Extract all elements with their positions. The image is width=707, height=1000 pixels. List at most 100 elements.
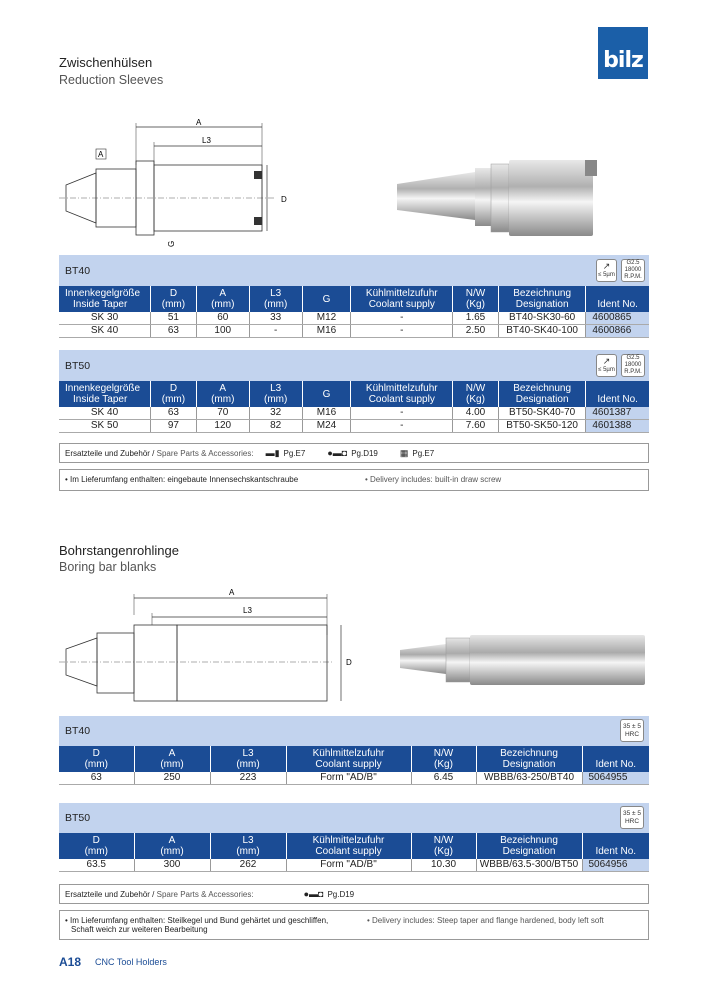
col-a: A(mm) [196, 286, 250, 312]
ident-number-cell: 5064955 [582, 772, 649, 785]
bt50-label: BT50 [65, 359, 91, 372]
col-l3: L3(mm) [249, 286, 303, 312]
spare-label-de: Ersatzteile und Zubehör / [65, 889, 155, 899]
col-ident: Ident No. [585, 381, 649, 407]
table-cell: Form "AD/B" [286, 772, 412, 785]
table-cell: BT40-SK30-60 [498, 312, 587, 325]
table-cell: 6.45 [411, 772, 477, 785]
table-cell: SK 50 [59, 419, 152, 433]
reduction-sleeve-drawing: A L3 A D G [59, 118, 287, 247]
col-d: D(mm) [150, 381, 197, 407]
table-cell: M12 [302, 312, 352, 325]
balance-badge: G2.5 18000 R.P.M. [621, 354, 645, 377]
bt40-label: BT40 [65, 264, 91, 277]
bt40-label: BT40 [65, 725, 91, 737]
spare-ref-link[interactable]: Pg.D19 [351, 448, 378, 458]
table-cell: 51 [150, 312, 197, 325]
col-l3: L3(mm) [210, 833, 287, 859]
table-cell: 2.50 [452, 324, 499, 338]
ident-number-cell: 5064956 [582, 859, 649, 872]
accessory-key-icon: ▦ [399, 447, 409, 458]
balance-unit: R.P.M. [624, 274, 642, 280]
balance-grade: G2.5 [626, 355, 640, 361]
accuracy-badge: ↗ ≤ 5µm [596, 259, 617, 282]
table-cell: 7.60 [452, 419, 499, 433]
col-d: D(mm) [59, 833, 135, 859]
table-cell: 1.65 [452, 312, 499, 325]
spare-label-en: Spare Parts & Accessories: [156, 448, 254, 458]
bt50-band: BT50 [59, 350, 649, 381]
col-g: G [302, 381, 352, 407]
section1-title-en: Reduction Sleeves [59, 73, 164, 87]
table-cell: WBBB/63-250/BT40 [476, 772, 583, 785]
table-cell: 60 [196, 312, 250, 325]
col-weight: N/W(Kg) [452, 286, 499, 312]
arrow-icon: ↗ [602, 356, 611, 366]
balance-grade: G2.5 [626, 260, 640, 266]
spare-ref-link[interactable]: Pg.E7 [283, 448, 306, 458]
spare-ref-link[interactable]: Pg.E7 [412, 448, 435, 458]
col-weight: N/W(Kg) [452, 381, 499, 407]
accessory-wrench-icon: ▬▮ [265, 447, 280, 458]
col-g: G [302, 286, 352, 312]
col-l3: L3(mm) [249, 381, 303, 407]
delivery-note: • Im Lieferumfang enthalten: eingebaute … [59, 469, 649, 491]
hardness-unit: HRC [624, 818, 640, 825]
table-cell: M24 [302, 419, 352, 433]
table-cell: 120 [196, 419, 250, 433]
reduction-sleeve-photo [397, 160, 597, 236]
table-cell: 100 [196, 324, 250, 338]
table-cell: BT50-SK50-120 [498, 419, 587, 433]
spare-label-de: Ersatzteile und Zubehör / [65, 448, 155, 458]
table-cell: 300 [134, 859, 211, 872]
logo-text: bilz [603, 48, 644, 73]
spare-parts-box: Ersatzteile und Zubehör / Spare Parts & … [59, 443, 649, 463]
ident-number-cell: 4600865 [585, 312, 649, 325]
col-l3: L3(mm) [210, 746, 287, 772]
table-cell: M16 [302, 407, 352, 420]
dim-l3-label: L3 [243, 606, 252, 615]
section1-title-de: Zwischenhülsen [59, 55, 153, 70]
col-weight: N/W(Kg) [411, 746, 477, 772]
ident-number-cell: 4600866 [585, 324, 649, 338]
accuracy-badge: ↗ ≤ 5µm [596, 354, 617, 377]
balance-rpm: 18000 [624, 362, 642, 368]
ident-number-cell: 4601387 [585, 407, 649, 420]
ident-number-cell: 4601388 [585, 419, 649, 433]
table-cell: WBBB/63.5-300/BT50 [476, 859, 583, 872]
arrow-icon: ↗ [602, 261, 611, 271]
table-cell: 223 [210, 772, 287, 785]
bilz-logo: bilz [598, 27, 648, 79]
table-cell: 82 [249, 419, 303, 433]
col-d: D(mm) [59, 746, 135, 772]
hardness-badge: 35 ± 5 HRC [620, 719, 644, 742]
bt40-band: BT40 [59, 716, 649, 746]
table-cell: M16 [302, 324, 352, 338]
accessory-screw-icon: ●▬◘ [303, 889, 324, 899]
delivery-note-de-cont: Schaft weich zur weiteren Bearbeitung [71, 925, 208, 934]
dim-a-label: A [229, 588, 235, 597]
balance-rpm: 18000 [624, 267, 642, 273]
accuracy-text: ≤ 5µm [598, 367, 615, 373]
table-cell: 32 [249, 407, 303, 420]
accessory-screw-icon: ●▬◘ [327, 448, 348, 458]
spare-ref-link[interactable]: Pg.D19 [327, 889, 355, 899]
accuracy-text: ≤ 5µm [598, 272, 615, 278]
table-cell: - [249, 324, 303, 338]
datum-box-label: A [98, 150, 104, 159]
table-cell: 63.5 [59, 859, 135, 872]
bt50-band: BT50 [59, 803, 649, 833]
delivery-note: • Im Lieferumfang enthalten: Steilkegel … [59, 910, 649, 940]
